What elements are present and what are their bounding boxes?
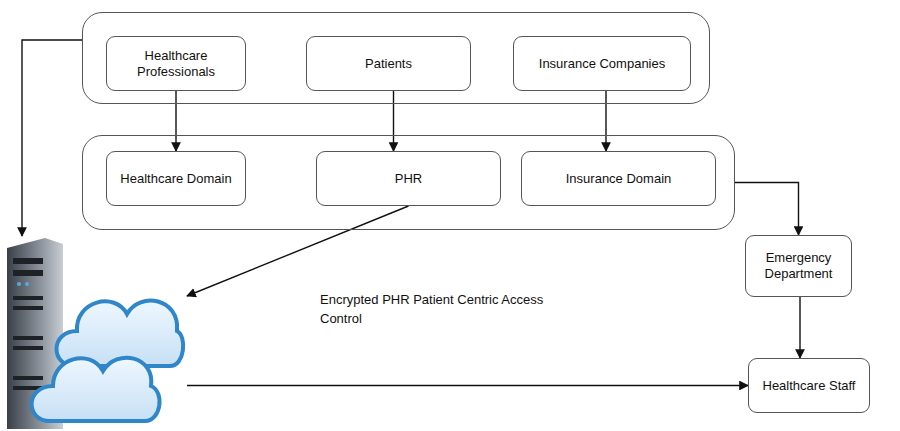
edge-label: Encrypted PHR Patient Centric Access Con… [318,290,550,328]
role-box: Insurance Companies [513,36,691,91]
staff-box: Healthcare Staff [748,358,870,413]
arrow-connector [393,91,394,151]
node-label: PHR [395,171,422,187]
node-label: Emergency Department [752,250,845,282]
node-label: Insurance Companies [539,56,665,72]
role-box: Healthcare Professionals [106,36,246,91]
department-box: Emergency Department [745,235,852,297]
domain-box: Healthcare Domain [106,151,246,206]
arrow-connector [799,297,800,358]
arrow-connector [735,183,799,236]
group-box: Healthcare Domain PHR Insurance Domain [82,135,735,230]
node-label: Healthcare Staff [763,378,856,394]
domain-box: PHR [316,151,501,206]
node-label: Patients [365,56,412,72]
cloud-server-illustration [5,236,187,429]
domain-box: Insurance Domain [521,151,716,206]
node-label: Healthcare Domain [120,171,231,187]
role-box: Patients [306,36,471,91]
arrow-connector [605,91,606,151]
node-label: Insurance Domain [566,171,672,187]
arrow-connector [187,385,748,386]
arrow-connector [22,40,82,236]
node-label: Healthcare Professionals [113,48,239,80]
arrow-connector [175,91,176,151]
arrow-connector [187,206,409,296]
cloud-server [5,236,187,429]
group-box: Healthcare Professionals Patients Insuranc… [82,12,710,104]
